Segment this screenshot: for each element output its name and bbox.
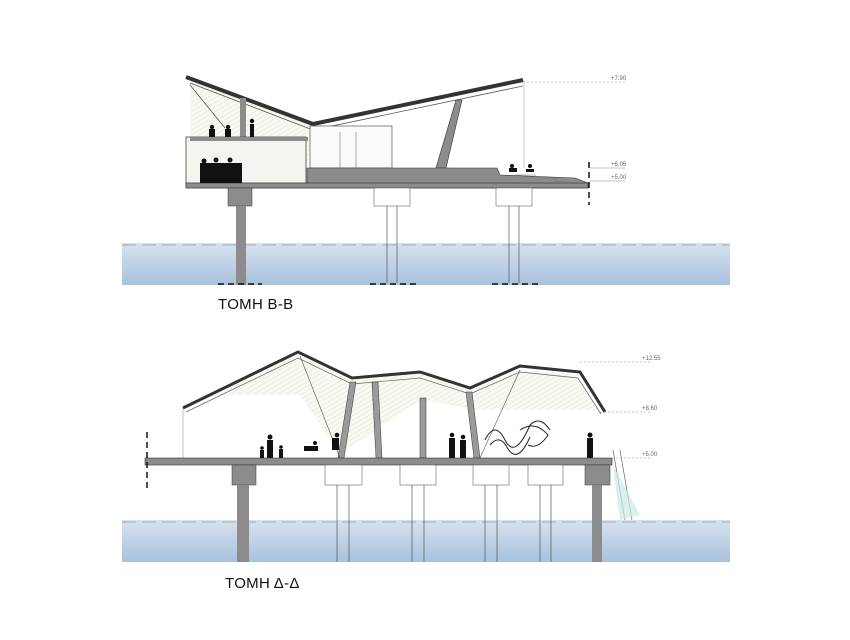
level-label: +8.60	[642, 406, 658, 412]
piles	[231, 464, 611, 562]
canopy-roof	[182, 350, 607, 413]
section-b-b: +7.90 +6.05 +5.00	[122, 75, 730, 285]
section-title-b-b: ΤΟΜΗ Β-Β	[218, 296, 294, 313]
water	[122, 243, 730, 285]
level-markers	[523, 81, 625, 182]
level-label: +5.00	[611, 175, 627, 181]
canopy-glazing	[215, 355, 600, 455]
steps	[515, 174, 570, 182]
section-title-d-d: ΤΟΜΗ Δ-Δ	[225, 575, 300, 592]
section-d-d: +12.55 +8.60 +5.00	[122, 350, 730, 562]
deck-slab	[185, 182, 589, 189]
wave-sculptures	[484, 420, 551, 455]
upper-floor-slab	[190, 137, 308, 141]
roof-strut	[435, 99, 463, 169]
deck-slab	[144, 457, 613, 466]
level-markers	[580, 361, 650, 459]
level-label: +5.00	[642, 452, 658, 458]
people-silhouettes	[260, 432, 593, 458]
roof	[185, 75, 524, 127]
canopy-columns	[337, 381, 481, 459]
piles	[227, 187, 533, 285]
people-silhouettes	[200, 118, 534, 183]
water	[122, 520, 730, 562]
level-label: +6.05	[611, 162, 627, 168]
level-label: +7.90	[611, 76, 627, 82]
ladder	[612, 449, 640, 521]
level-label: +12.55	[642, 356, 661, 362]
